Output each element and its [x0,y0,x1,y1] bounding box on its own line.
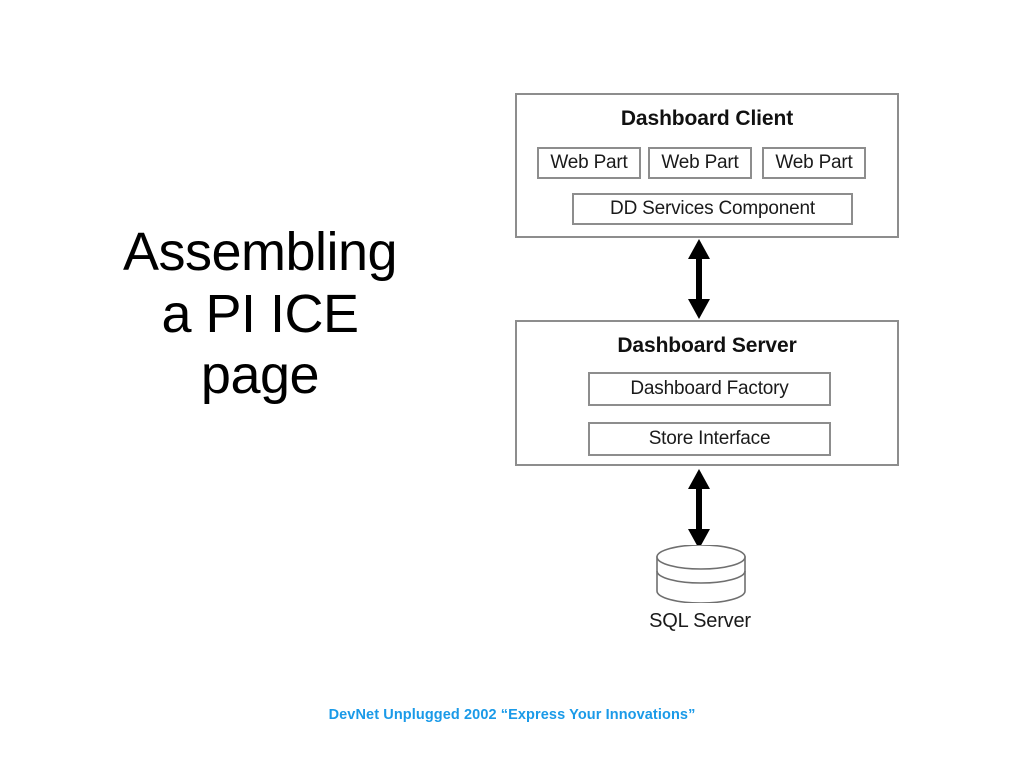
dashboard-client-box: Dashboard Client Web Part Web Part Web P… [515,93,899,238]
web-part-box-2: Web Part [648,147,752,179]
web-part-box-1: Web Part [537,147,641,179]
double-arrow-icon-server-database [688,469,710,549]
database-cylinder-icon [656,545,746,603]
dashboard-server-box: Dashboard Server Dashboard Factory Store… [515,320,899,466]
dashboard-server-title: Dashboard Server [617,334,797,357]
dd-services-component-box: DD Services Component [572,193,853,225]
page-title-line-1: Assembling [122,222,398,282]
dashboard-factory-box: Dashboard Factory [588,372,831,406]
store-interface-box: Store Interface [588,422,831,456]
page-title-line-2: a PI ICE [161,283,359,344]
double-arrow-icon-client-server [688,239,710,319]
sql-server-label: SQL Server [649,610,751,632]
footer-text: DevNet Unplugged 2002 “Express Your Inno… [328,707,696,723]
dashboard-client-title: Dashboard Client [620,107,794,130]
page-title-line-3: page [200,345,320,406]
web-part-box-3: Web Part [762,147,866,179]
page-title: Assembling a PI ICE page [60,222,460,407]
